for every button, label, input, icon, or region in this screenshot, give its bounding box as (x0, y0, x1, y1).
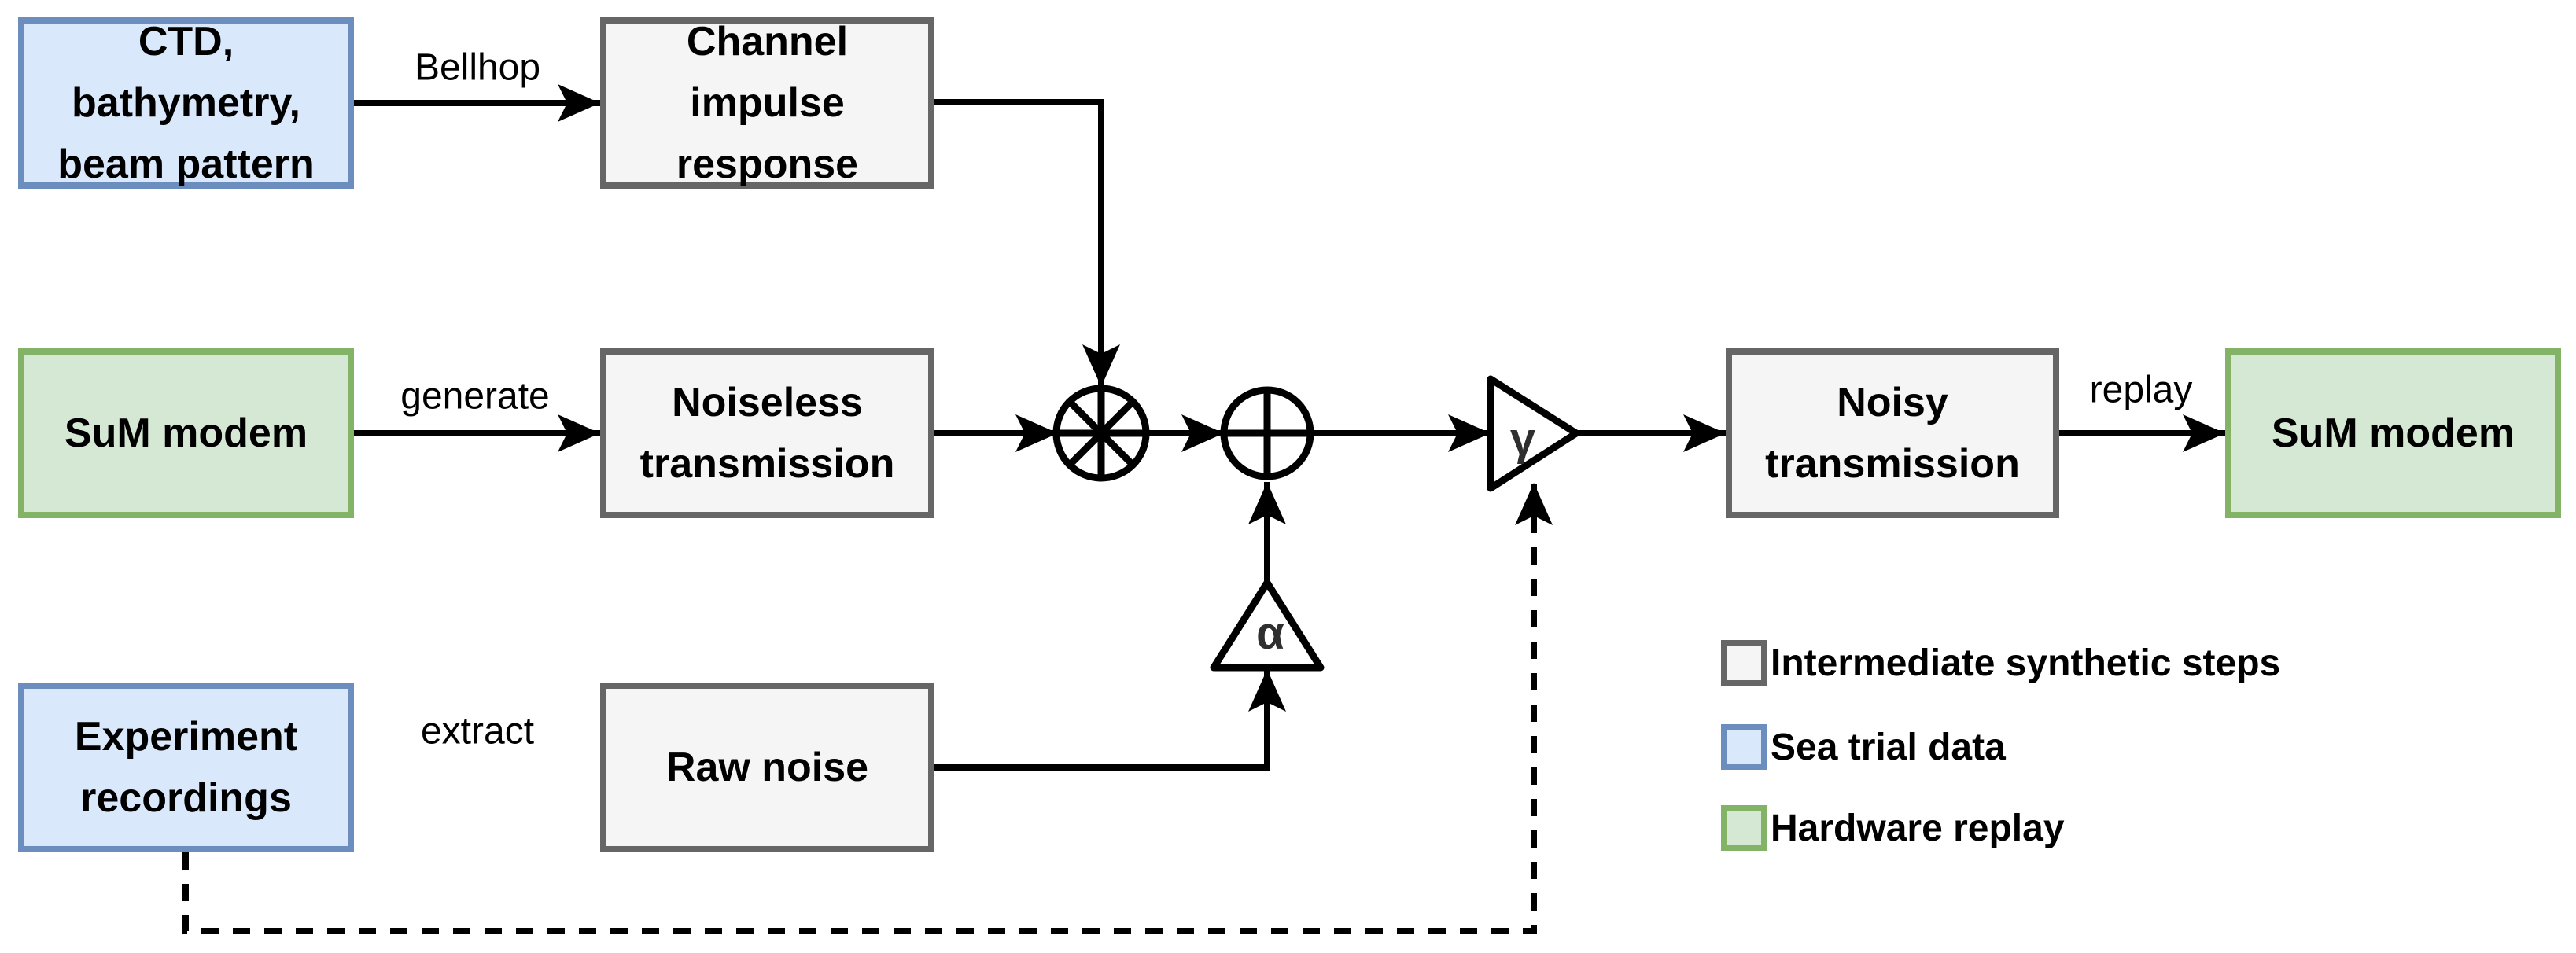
edge-label-extract: extract (420, 710, 535, 752)
edge-experiment-to-gain-dashed (182, 483, 1553, 934)
legend-item-hardware: Hardware replay (1721, 805, 2065, 851)
node-raw-noise: Raw noise (600, 683, 934, 852)
legend-label: Hardware replay (1771, 807, 2065, 849)
edge-channel-to-convolution (934, 99, 1120, 387)
legend-label: Sea trial data (1771, 726, 2006, 768)
edge-extract-raw-noise-to-scale (934, 669, 1286, 771)
node-label: SuM modem (64, 410, 308, 456)
gain-symbol: γ (1510, 414, 1536, 465)
node-experiment-recordings: Experiment recordings (18, 683, 354, 852)
node-ctd-bathymetry-beam-pattern: CTD, bathymetry, beam pattern (18, 17, 354, 189)
node-label: Noiseless transmission (639, 380, 895, 487)
edge-label-replay: replay (2089, 369, 2193, 411)
sum-operator-icon (1220, 386, 1314, 480)
node-sum-modem-source: SuM modem (18, 348, 354, 518)
node-label: CTD, bathymetry, beam pattern (57, 19, 315, 187)
node-label: Noisy transmission (1765, 380, 2020, 487)
node-noisy-transmission: Noisy transmission (1726, 348, 2059, 518)
gain-triangle-icon: γ (1487, 375, 1580, 492)
node-label: SuM modem (2271, 410, 2515, 456)
node-sum-modem-sink: SuM modem (2225, 348, 2561, 518)
node-channel-impulse-response: Channel impulse response (600, 17, 934, 189)
legend-swatch-intermediate (1721, 640, 1767, 686)
node-noiseless-transmission: Noiseless transmission (600, 348, 934, 518)
node-label: Raw noise (665, 745, 869, 790)
legend-item-intermediate: Intermediate synthetic steps (1721, 640, 2280, 686)
legend-swatch-hardware (1721, 805, 1767, 851)
convolution-operator-icon (1052, 385, 1150, 482)
edge-label-bellhop: Bellhop (414, 46, 541, 89)
legend-item-sea-trial: Sea trial data (1721, 724, 2006, 770)
legend-label: Intermediate synthetic steps (1771, 642, 2281, 684)
edge-label-generate: generate (400, 375, 550, 418)
legend-swatch-sea-trial (1721, 724, 1767, 770)
scale-triangle-icon: α (1210, 579, 1325, 672)
node-label: Experiment recordings (74, 714, 298, 821)
node-label: Channel impulse response (676, 19, 859, 187)
scale-symbol: α (1256, 608, 1284, 659)
